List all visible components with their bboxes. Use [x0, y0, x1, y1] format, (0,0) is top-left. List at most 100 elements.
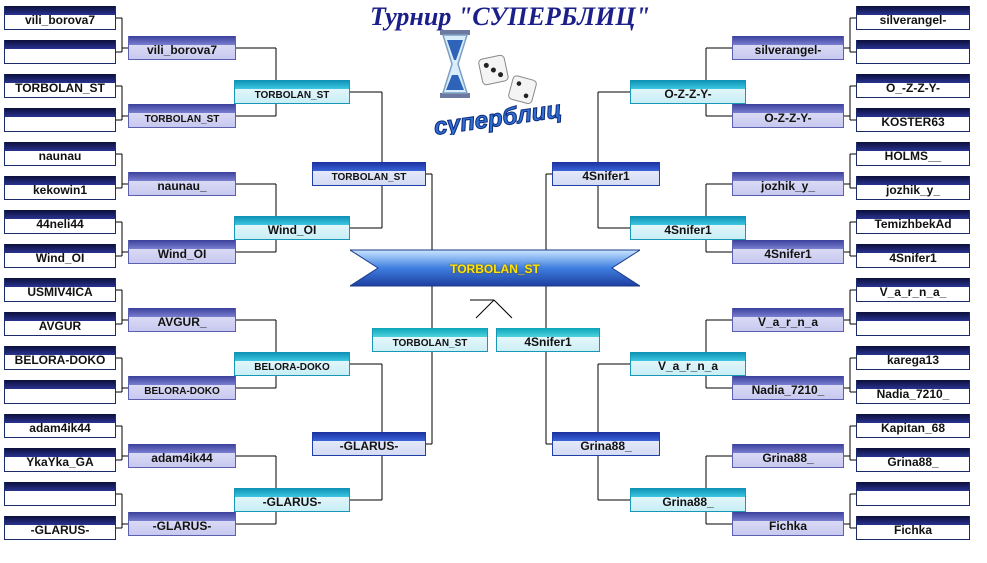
player-name: Wind_OI — [267, 223, 317, 237]
entrant-slot-right: KOSTER63 — [856, 108, 970, 132]
entrant-slot-right: Kapitan_68 — [856, 414, 970, 438]
round1-slot-right: Grina88_ — [732, 444, 844, 468]
player-name: Wind_OI — [35, 251, 85, 265]
quarterfinal-slot-right: V_a_r_n_a — [630, 352, 746, 376]
player-name: -GLARUS- — [152, 519, 212, 533]
entrant-slot-left: adam4ik44 — [4, 414, 116, 438]
entrant-slot-left: kekowin1 — [4, 176, 116, 200]
player-name: 4Snifer1 — [764, 247, 812, 261]
round1-slot-right: Nadia_7210_ — [732, 376, 844, 400]
entrant-slot-left: -GLARUS- — [4, 516, 116, 540]
entrant-slot-right — [856, 482, 970, 506]
player-name: Kapitan_68 — [880, 421, 946, 435]
player-name: USMIV4ICA — [27, 285, 93, 299]
final-slot-right: 4Snifer1 — [496, 328, 600, 352]
player-name: HOLMS__ — [884, 149, 942, 163]
player-name: 4Snifer1 — [664, 223, 712, 237]
player-name: Fichka — [893, 523, 932, 537]
player-name: 4Snifer1 — [524, 335, 572, 349]
entrant-slot-right: karega13 — [856, 346, 970, 370]
player-name: adam4ik44 — [151, 451, 213, 465]
player-name: V_a_r_n_a_ — [879, 285, 947, 299]
player-name: -GLARUS- — [339, 439, 399, 453]
player-name: Wind_OI — [157, 247, 207, 261]
quarterfinal-slot-right: O-Z-Z-Y- — [630, 80, 746, 104]
player-name: TORBOLAN_ST — [331, 172, 407, 183]
player-name: silverangel- — [754, 43, 822, 57]
entrant-slot-right: TemizhbekAd — [856, 210, 970, 234]
player-name: karega13 — [886, 353, 940, 367]
entrant-slot-left: YkaYka_GA — [4, 448, 116, 472]
player-name: jozhik_y_ — [885, 183, 941, 197]
round1-slot-left: AVGUR_ — [128, 308, 236, 332]
player-name: kekowin1 — [32, 183, 88, 197]
player-name: vili_borova7 — [146, 43, 218, 57]
entrant-slot-left: vili_borova7 — [4, 6, 116, 30]
player-name: TemizhbekAd — [874, 217, 952, 231]
entrant-slot-left: Wind_OI — [4, 244, 116, 268]
round1-slot-left: adam4ik44 — [128, 444, 236, 468]
entrant-slot-right: O_-Z-Z-Y- — [856, 74, 970, 98]
round1-slot-left: Wind_OI — [128, 240, 236, 264]
player-name: O-Z-Z-Y- — [664, 87, 712, 101]
entrant-slot-left: USMIV4ICA — [4, 278, 116, 302]
entrant-slot-left: TORBOLAN_ST — [4, 74, 116, 98]
round1-slot-left: -GLARUS- — [128, 512, 236, 536]
player-name: TORBOLAN_ST — [15, 81, 105, 95]
page-title: Турнир "СУПЕРБЛИЦ" — [369, 2, 651, 31]
player-name: jozhik_y_ — [760, 179, 816, 193]
quarterfinal-slot-left: BELORA-DOKO — [234, 352, 350, 376]
svg-text:суперблиц: суперблиц — [432, 96, 563, 135]
player-name: V_a_r_n_a — [757, 315, 819, 329]
final-slot-left: TORBOLAN_ST — [372, 328, 488, 352]
player-name: AVGUR — [38, 319, 82, 333]
round1-slot-right: O-Z-Z-Y- — [732, 104, 844, 128]
player-name: Nadia_7210_ — [876, 387, 950, 401]
entrant-slot-right — [856, 40, 970, 64]
round1-slot-right: Fichka — [732, 512, 844, 536]
semifinal-slot-left: -GLARUS- — [312, 432, 426, 456]
player-name: -GLARUS- — [30, 523, 90, 537]
player-name: Grina88_ — [762, 451, 814, 465]
player-name: TORBOLAN_ST — [392, 338, 468, 349]
entrant-slot-right — [856, 312, 970, 336]
player-name: O-Z-Z-Y- — [764, 111, 812, 125]
player-name: Grina88_ — [662, 495, 714, 509]
player-name: V_a_r_n_a — [657, 359, 719, 373]
player-name: -GLARUS- — [262, 495, 322, 509]
entrant-slot-right: V_a_r_n_a_ — [856, 278, 970, 302]
entrant-slot-right: Grina88_ — [856, 448, 970, 472]
bracket-connector — [493, 299, 513, 319]
player-name: BELORA-DOKO — [144, 386, 220, 397]
player-name: 44neli44 — [36, 217, 84, 231]
round1-slot-left: BELORA-DOKO — [128, 376, 236, 400]
player-name: 4Snifer1 — [582, 169, 630, 183]
entrant-slot-left: 44neli44 — [4, 210, 116, 234]
round1-slot-left: vili_borova7 — [128, 36, 236, 60]
entrant-slot-left — [4, 40, 116, 64]
player-name: BELORA-DOKO — [254, 362, 330, 373]
semifinal-slot-left: TORBOLAN_ST — [312, 162, 426, 186]
player-name: BELORA-DOKO — [14, 353, 106, 367]
entrant-slot-right: 4Snifer1 — [856, 244, 970, 268]
player-name: silverangel- — [879, 13, 947, 27]
round1-slot-left: TORBOLAN_ST — [128, 104, 236, 128]
entrant-slot-left — [4, 482, 116, 506]
player-name: KOSTER63 — [881, 115, 945, 129]
round1-slot-right: jozhik_y_ — [732, 172, 844, 196]
player-name: Grina88_ — [580, 439, 632, 453]
champion-name: TORBOLAN_ST — [450, 262, 540, 276]
player-name: Fichka — [768, 519, 807, 533]
entrant-slot-left: naunau — [4, 142, 116, 166]
player-name: adam4ik44 — [29, 421, 91, 435]
entrant-slot-right: Fichka — [856, 516, 970, 540]
quarterfinal-slot-left: Wind_OI — [234, 216, 350, 240]
quarterfinal-slot-left: -GLARUS- — [234, 488, 350, 512]
player-name: AVGUR_ — [157, 315, 207, 329]
champion-banner — [350, 249, 640, 287]
player-name: 4Snifer1 — [889, 251, 937, 265]
quarterfinal-slot-right: 4Snifer1 — [630, 216, 746, 240]
player-name: Nadia_7210_ — [751, 383, 825, 397]
